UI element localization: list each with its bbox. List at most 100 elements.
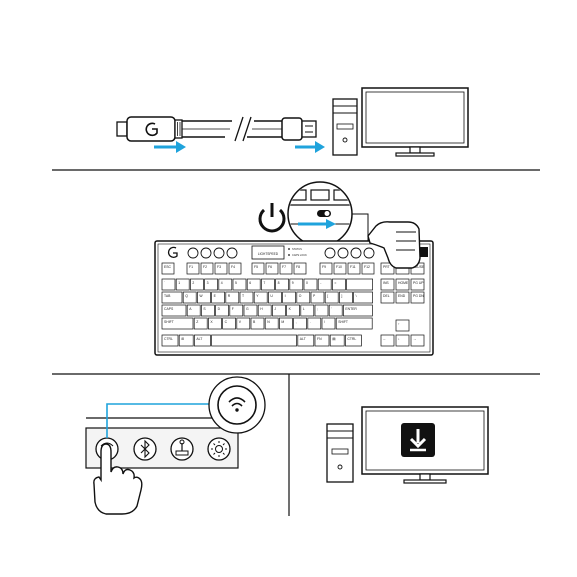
cable-break-icon — [235, 117, 282, 141]
key-label: ← — [383, 337, 386, 341]
key-label: ⊞ — [181, 337, 184, 341]
key-label: . — [310, 320, 311, 324]
key-label: F6 — [268, 265, 272, 269]
key-label: Q — [185, 294, 188, 298]
bluetooth-icon[interactable] — [134, 438, 156, 460]
media-play-icon — [338, 248, 348, 258]
key-label: ESC — [164, 265, 172, 269]
key-label: PG DN — [413, 294, 424, 298]
brightness-icon[interactable] — [208, 438, 230, 460]
key-label: - — [320, 281, 321, 285]
key-label: END — [398, 294, 406, 298]
key-label: L — [303, 307, 305, 311]
key-label: PG UP — [413, 281, 424, 285]
key-label: CTRL — [164, 337, 173, 341]
key-label: 5 — [235, 281, 237, 285]
key-label: → — [413, 337, 416, 341]
key-label: CTRL — [347, 337, 356, 341]
arrow-right-icon — [154, 141, 186, 153]
key-label: O — [299, 294, 302, 298]
key-label: = — [334, 281, 336, 285]
mute-icon — [364, 248, 374, 258]
key-label: T — [242, 294, 244, 298]
power-switch-icon — [288, 182, 352, 246]
key-label: ↓ — [398, 337, 400, 341]
key-label: 0 — [306, 281, 308, 285]
key-label: / — [324, 320, 325, 324]
usb-cable-icon — [117, 117, 232, 141]
media-next-icon — [351, 248, 361, 258]
key-label: F11 — [350, 265, 356, 269]
panel-download-software — [327, 407, 488, 483]
key-label: J — [274, 307, 276, 311]
pc-tower-icon — [333, 99, 357, 155]
keyboard-display-text: LIGHTSPEED — [258, 252, 279, 256]
key-label: F10 — [336, 265, 342, 269]
key-label: F — [232, 307, 234, 311]
usb-a-plug-icon — [282, 118, 316, 140]
key-label: 7 — [263, 281, 265, 285]
download-icon[interactable] — [401, 423, 435, 457]
key-label: SHIFT — [338, 320, 348, 324]
key-label: F9 — [322, 265, 326, 269]
key-label: , — [296, 320, 297, 324]
key-label: DEL — [383, 294, 390, 298]
lightspeed-button-icon — [188, 248, 198, 258]
monitor-icon — [362, 88, 468, 156]
game-mode-icon[interactable] — [171, 438, 193, 460]
key-label: G — [246, 307, 249, 311]
key-label: F1 — [189, 265, 193, 269]
game-mode-icon — [214, 248, 224, 258]
key-label: M — [281, 320, 284, 324]
key-label: ; — [317, 307, 318, 311]
key-label: F12 — [364, 265, 370, 269]
key-label: \ — [356, 294, 357, 298]
key-label: 3 — [207, 281, 209, 285]
key-label: TAB — [164, 294, 171, 298]
caps-lock-label: CAPS LOCK — [292, 253, 307, 257]
key-label: F2 — [203, 265, 207, 269]
key-label: [ — [327, 294, 328, 298]
panel-connect-receiver — [117, 88, 468, 156]
key-label: I — [285, 294, 286, 298]
key-label: 6 — [249, 281, 251, 285]
key-label: FN — [317, 337, 322, 341]
key-label: F4 — [231, 265, 235, 269]
key-label: F5 — [254, 265, 258, 269]
zoom-leader-line — [352, 214, 368, 241]
pc-tower-icon — [327, 424, 353, 482]
key-label: Z — [196, 320, 198, 324]
key-label: HOME — [398, 281, 409, 285]
power-icon — [260, 203, 284, 231]
key-label: 9 — [292, 281, 294, 285]
key-label: INS — [383, 281, 389, 285]
key-label: F8 — [296, 265, 300, 269]
keyboard-key — [212, 335, 297, 346]
key-label: 2 — [192, 281, 194, 285]
key-label: 8 — [278, 281, 280, 285]
key-label: F7 — [282, 265, 286, 269]
panel-press-lightspeed — [86, 377, 265, 514]
status-label: STATUS — [292, 247, 302, 251]
key-label: ] — [341, 294, 342, 298]
brightness-icon — [227, 248, 237, 258]
key-label: ENTER — [345, 307, 357, 311]
key-label: ALT — [196, 337, 202, 341]
key-label: SHIFT — [164, 320, 174, 324]
key-label: ▤ — [332, 337, 335, 341]
key-label: ↑ — [398, 322, 400, 326]
key-label: PRT — [383, 265, 390, 269]
media-prev-icon — [325, 248, 335, 258]
keyboard-key — [347, 279, 373, 290]
key-label: F3 — [217, 265, 221, 269]
bluetooth-icon — [201, 248, 211, 258]
arrow-right-icon — [295, 141, 325, 153]
key-label: ` — [164, 281, 165, 285]
key-label: 1 — [178, 281, 180, 285]
key-label: CAPS — [164, 307, 174, 311]
key-label: 4 — [221, 281, 223, 285]
wifi-icon — [209, 377, 265, 433]
key-label: ALT — [300, 337, 306, 341]
